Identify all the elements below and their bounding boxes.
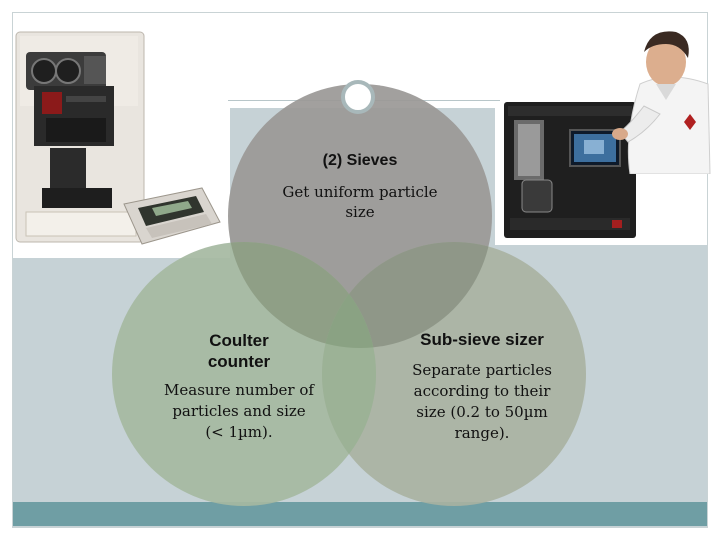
sieves-description: Get uniform particle size (282, 183, 438, 221)
decorative-ring (341, 80, 375, 114)
overlap-top-right (322, 242, 492, 348)
sub-sieve-sizer-description: Separate particles according to their si… (412, 361, 552, 442)
coulter-counter-title: Coulter counter (207, 331, 271, 371)
coulter-counter-description: Measure number of particles and size (< … (164, 381, 314, 441)
particle-counter-image (15, 31, 221, 245)
overlap-top-left (228, 242, 376, 348)
particle-analyzer-image (504, 102, 636, 238)
sub-sieve-sizer-title: Sub-sieve sizer (420, 330, 544, 349)
sieves-title: (2) Sieves (322, 152, 398, 169)
scientist-image (612, 31, 711, 174)
slide-frame (12, 12, 708, 528)
bottom-accent-band (12, 502, 708, 526)
